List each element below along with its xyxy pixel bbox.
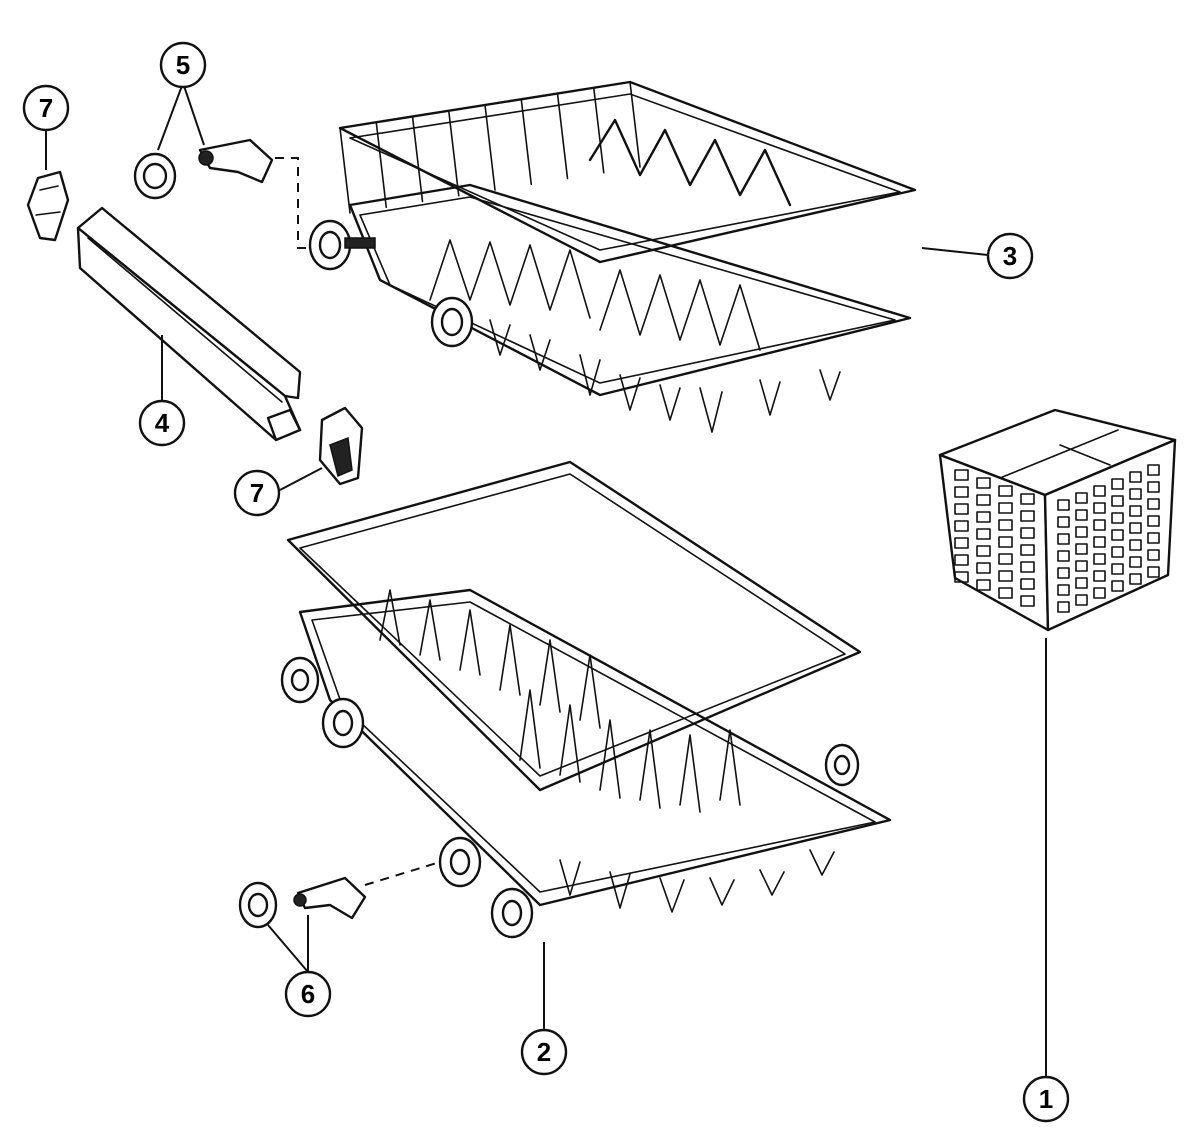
callout-5: 5: [159, 41, 207, 89]
callout-1: 1: [1022, 1075, 1070, 1123]
callout-6: 6: [284, 970, 332, 1018]
callout-7-bottom-label: 7: [250, 478, 264, 508]
callout-1-label: 1: [1039, 1084, 1053, 1114]
upper-rack: [308, 80, 917, 433]
roller-assembly-lower: [238, 861, 441, 929]
roller-assembly-upper: [133, 138, 312, 249]
rack-rail: [76, 206, 302, 442]
silverware-basket: [938, 408, 1177, 632]
callout-4: 4: [138, 399, 186, 447]
callout-7-top: 7: [22, 84, 70, 132]
callout-7-top-label: 7: [39, 93, 53, 123]
callout-4-label: 4: [155, 408, 170, 438]
callout-5-label: 5: [176, 50, 190, 80]
callout-2: 2: [520, 1028, 568, 1076]
callout-7-bottom: 7: [233, 469, 281, 517]
lower-rack: [280, 460, 892, 939]
end-cap-top: [26, 170, 70, 242]
callout-3-label: 3: [1003, 241, 1017, 271]
callout-2-label: 2: [537, 1037, 551, 1067]
callout-3: 3: [986, 232, 1034, 280]
end-cap-bottom: [318, 406, 364, 486]
callout-6-label: 6: [301, 979, 315, 1009]
leader-lines: [45, 82, 1047, 1076]
